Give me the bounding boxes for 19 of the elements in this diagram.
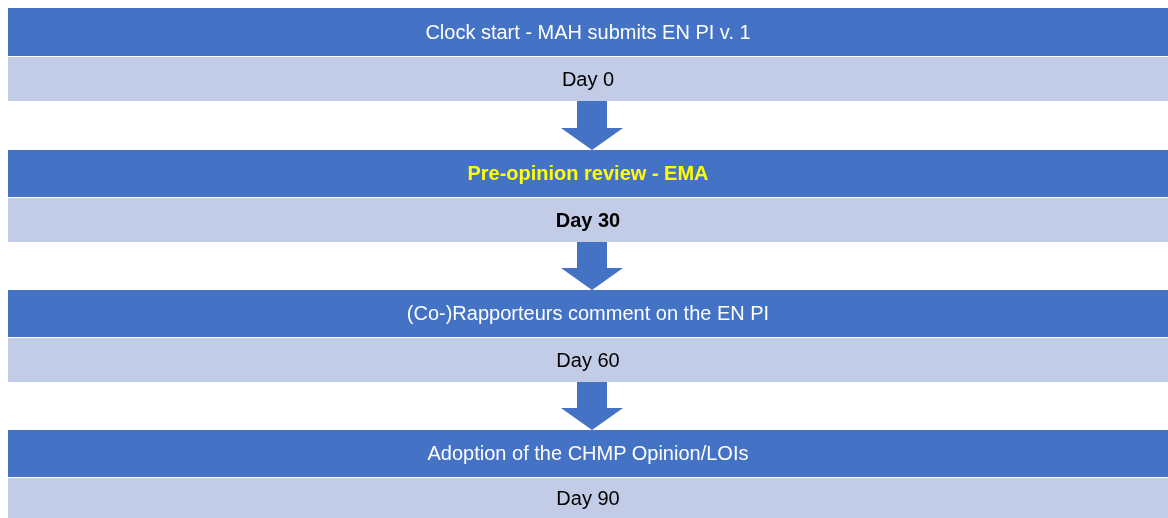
day-band: [8, 57, 1168, 101]
step-header-band: [8, 150, 1168, 198]
step-header-band: [8, 290, 1168, 338]
block-arrow: [561, 242, 623, 290]
day-band: [8, 478, 1168, 518]
day-band: [8, 338, 1168, 382]
day-label: Day 90: [556, 485, 620, 511]
day-band: [8, 198, 1168, 242]
step-title: Clock start - MAH submits EN PI v. 1: [425, 19, 751, 45]
step-header-band: [8, 430, 1168, 478]
step-title: Adoption of the CHMP Opinion/LOIs: [427, 441, 749, 466]
step-title: (Co-)Rapporteurs comment on the EN PI: [406, 301, 770, 326]
day-label: Day 30: [555, 207, 621, 233]
step-title: Pre-opinion review - EMA: [467, 161, 709, 186]
day-label: Day 0: [561, 66, 615, 92]
step-header-band: [8, 8, 1168, 57]
block-arrow: [561, 382, 623, 430]
block-arrow: [561, 101, 623, 150]
day-label: Day 60: [556, 347, 620, 373]
